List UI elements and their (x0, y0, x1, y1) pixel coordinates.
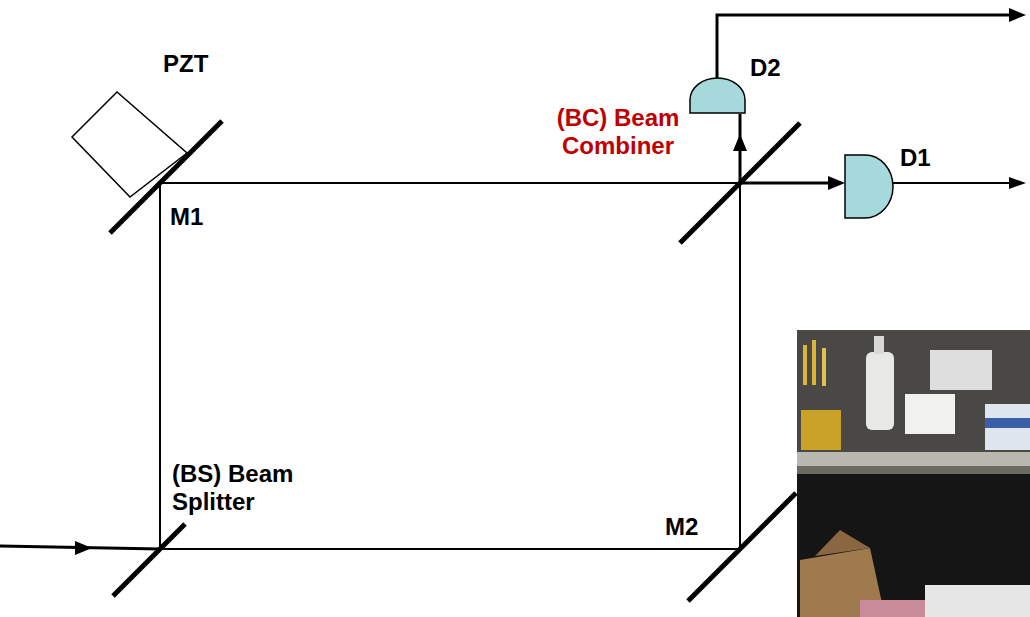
mirror (688, 493, 796, 601)
mirror-label: M2 (665, 513, 698, 541)
bottle-neck (874, 336, 884, 354)
card (930, 350, 992, 390)
photo-lower (797, 474, 1030, 617)
beam-splitter (113, 524, 185, 596)
mirror (110, 121, 222, 233)
can-stripe (985, 418, 1030, 428)
mirror-label: M1 (170, 203, 203, 231)
output-beam (740, 182, 840, 185)
white-box (925, 585, 1030, 617)
shelf-shadow (797, 466, 1030, 474)
shelf (797, 452, 1030, 466)
node-label: D2 (750, 54, 781, 82)
arrow-head (828, 176, 845, 190)
pzt-actuator-outline (60, 46, 240, 202)
beam-path (160, 548, 740, 550)
can (985, 404, 1030, 450)
beam-combiner (680, 123, 800, 243)
photo-background (797, 330, 1030, 617)
node-label: D1 (900, 144, 931, 172)
component-label: (BS) Beam Splitter (172, 460, 312, 515)
detector-shape (845, 155, 893, 218)
can (801, 410, 841, 450)
screwdriver (803, 345, 807, 385)
screwdriver (822, 348, 826, 386)
bottle (866, 352, 894, 430)
card (905, 394, 955, 434)
arrow-head (733, 134, 747, 151)
detector-shape (690, 78, 745, 113)
detector: D2 (688, 52, 798, 116)
photo-wall (797, 330, 1030, 452)
signal-wire (893, 182, 1012, 184)
component-label: (BC) Beam Combiner (548, 104, 688, 159)
pzt-actuator: PZT (60, 46, 240, 202)
pzt-actuator-shape (72, 92, 187, 197)
beam-path (159, 183, 161, 549)
photo-inset (797, 330, 1030, 617)
arrow-head (75, 541, 92, 555)
screwdriver (812, 340, 816, 385)
box-flap (815, 530, 870, 556)
detector: D1 (843, 140, 943, 222)
arrow-head (1009, 177, 1026, 189)
detector-outline (688, 52, 798, 116)
beam-path (160, 182, 740, 184)
arrow-head (1009, 8, 1026, 22)
bubble-wrap (860, 600, 930, 617)
node-label: PZT (163, 50, 208, 78)
beam-path (739, 183, 741, 549)
